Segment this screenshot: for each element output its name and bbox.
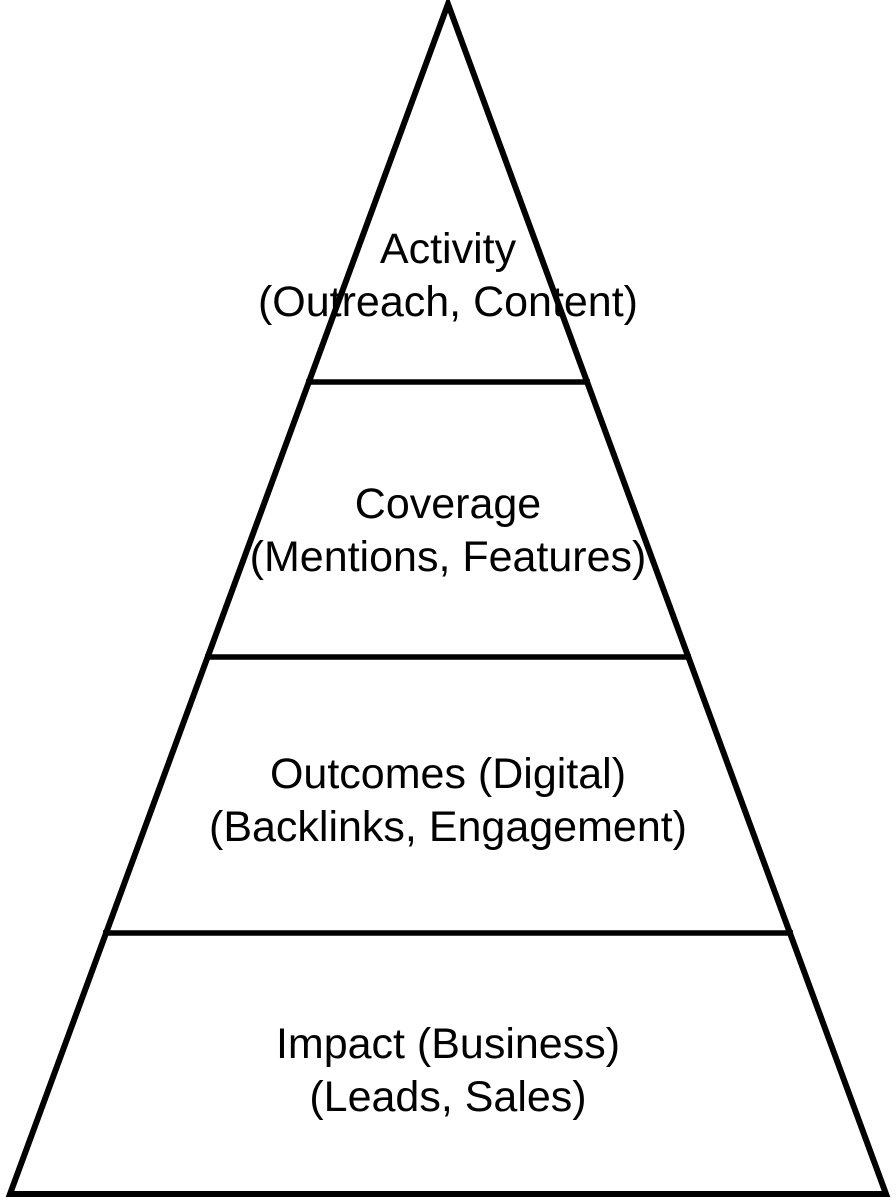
level-coverage-label: Coverage: [355, 480, 541, 528]
level-impact-label: Impact (Business): [276, 1020, 620, 1068]
level-outcomes-sublabel: (Backlinks, Engagement): [209, 803, 687, 851]
pyramid-outline: [5, 0, 891, 1197]
level-outcomes-label: Outcomes (Digital): [270, 750, 626, 798]
level-activity-label: Activity: [380, 225, 517, 273]
level-impact-sublabel: (Leads, Sales): [309, 1073, 586, 1121]
level-activity-sublabel: (Outreach, Content): [258, 278, 638, 326]
level-coverage-sublabel: (Mentions, Features): [250, 533, 647, 581]
